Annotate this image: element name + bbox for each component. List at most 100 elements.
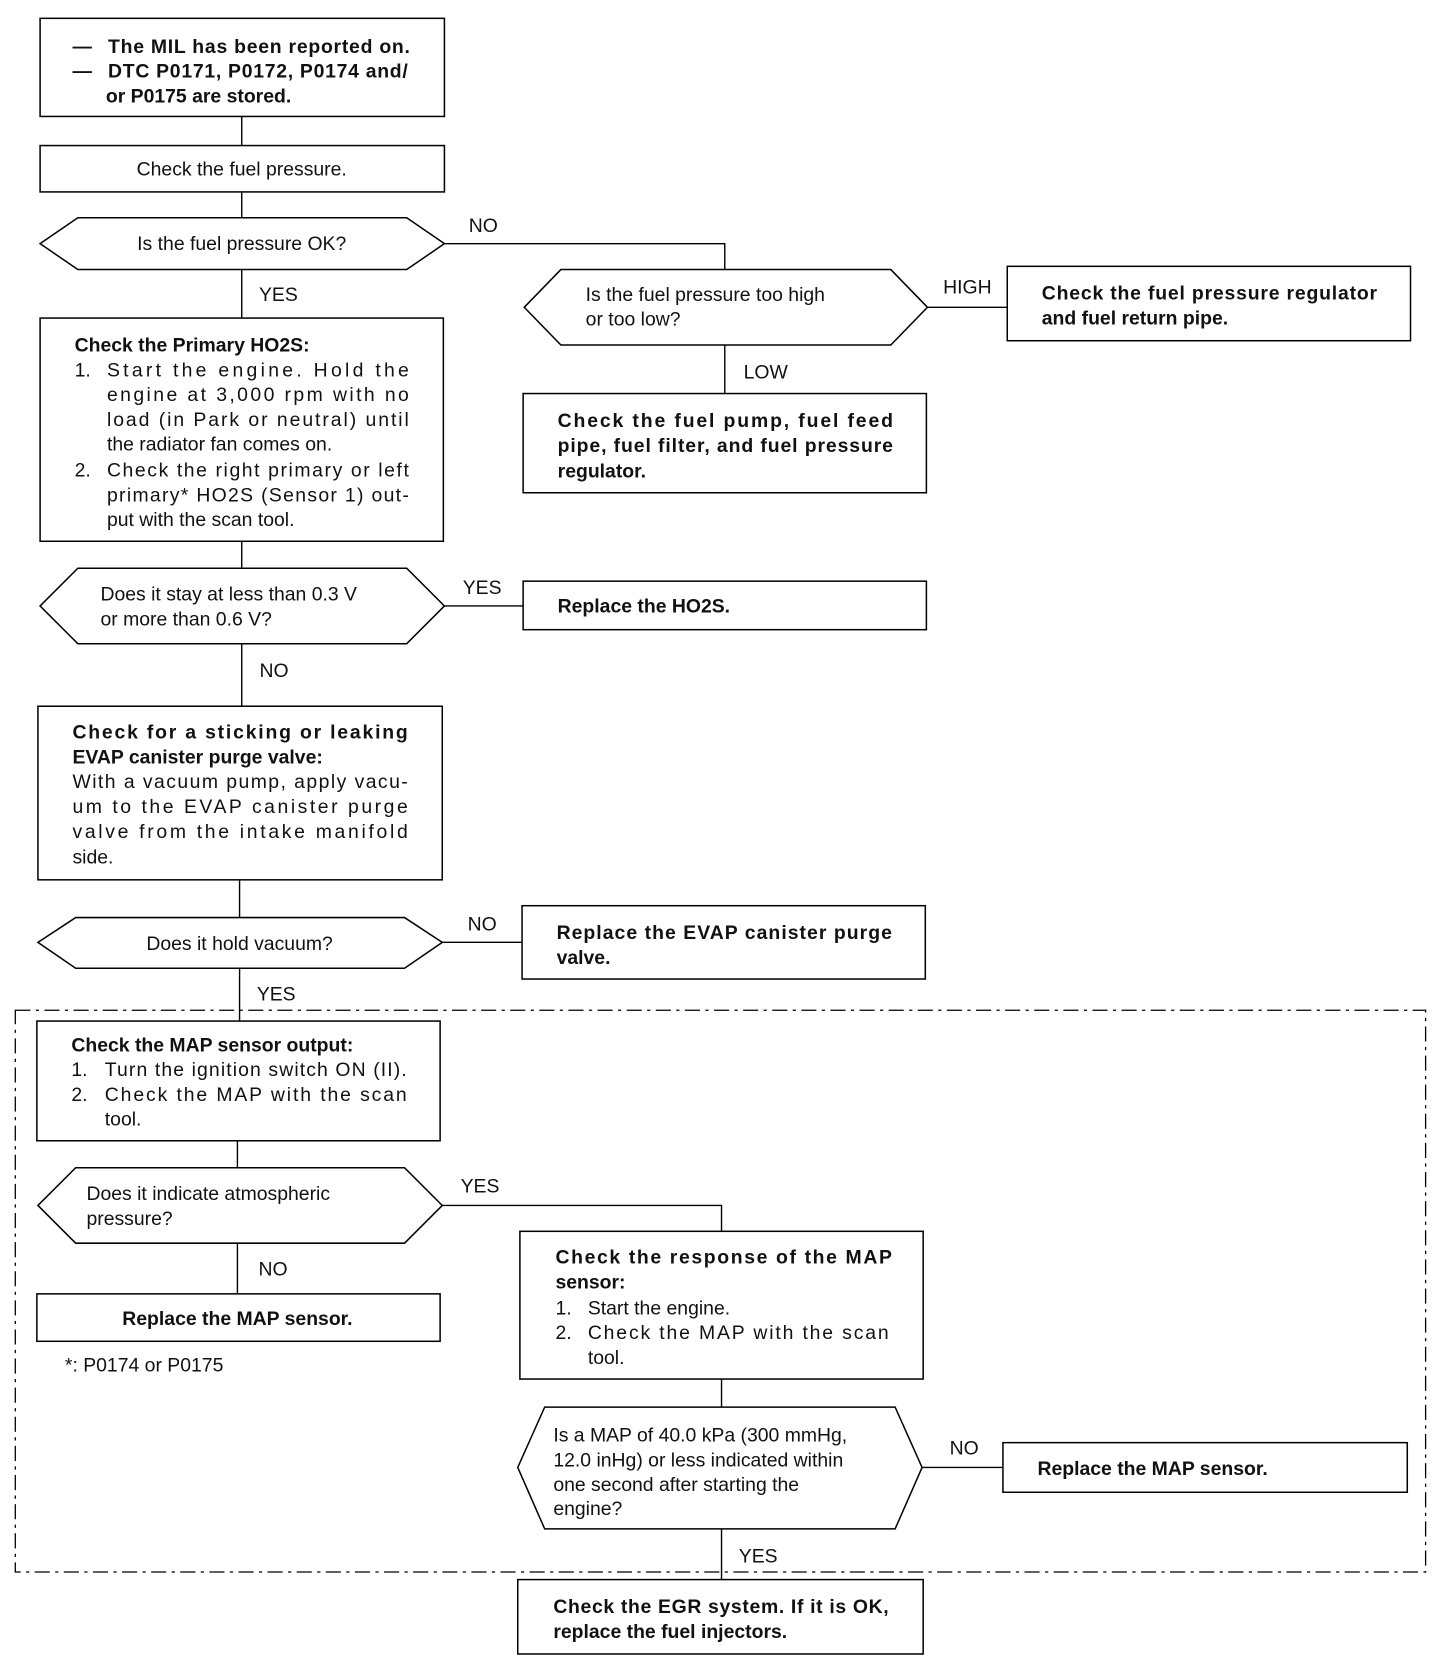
- decision-text: Is the fuel pressure OK?: [137, 233, 346, 255]
- step-number: 2.: [75, 460, 91, 482]
- high-action-line: Check the fuel pressure regulator: [1042, 283, 1378, 305]
- edge-label-high: HIGH: [943, 276, 991, 298]
- box-body-line: side.: [72, 847, 113, 869]
- high-action-line: and fuel return pipe.: [1042, 308, 1228, 330]
- footnote: *: P0174 or P0175: [65, 1354, 223, 1376]
- step-number: 1.: [555, 1297, 571, 1319]
- decision-hexagon: [39, 567, 446, 645]
- replace-map-sensor-text: Replace the MAP sensor.: [1037, 1458, 1267, 1480]
- process-box-outline: [1006, 265, 1412, 342]
- box-body-line: With a vacuum pump, apply vacu-: [72, 771, 407, 793]
- low-action-line: regulator.: [558, 461, 646, 483]
- process-box-outline: [37, 705, 444, 881]
- ho2s-voltage-decision: Does it stay at less than 0.3 V or more …: [39, 567, 446, 645]
- edge-label-yes: YES: [461, 1176, 500, 1198]
- decision-text: or too low?: [586, 309, 681, 331]
- connector-line: [444, 242, 726, 270]
- edge-label-yes: YES: [257, 984, 296, 1006]
- connectors: [236, 116, 1008, 1580]
- dashed-region-outline: [14, 1009, 1427, 1573]
- process-box-outline: [39, 317, 445, 543]
- edge-label-yes: YES: [739, 1545, 778, 1567]
- replace-map-sensor-box: Replace the MAP sensor.: [1002, 1441, 1409, 1494]
- low-action-line: pipe, fuel filter, and fuel pressure: [558, 435, 894, 457]
- box-body-line: valve from the intake manifold: [72, 821, 407, 843]
- edge-label-yes: YES: [259, 284, 298, 306]
- step-text: tool.: [105, 1109, 142, 1131]
- check-egr-line: Check the EGR system. If it is OK,: [553, 1596, 888, 1618]
- check-map-response-box: Check the response of the MAP sensor: 1.…: [519, 1230, 924, 1380]
- atmospheric-pressure-decision: Does it indicate atmospheric pressure?: [36, 1166, 444, 1244]
- fuel-pressure-high-low-decision: Is the fuel pressure too high or too low…: [523, 268, 929, 346]
- decision-text: Is a MAP of 40.0 kPa (300 mmHg,: [553, 1425, 847, 1447]
- decision-text: 12.0 inHg) or less indicated within: [553, 1449, 843, 1471]
- step-text: Check the MAP with the scan: [105, 1084, 407, 1106]
- step-number: 2.: [555, 1322, 571, 1344]
- check-fuel-pressure-box: Check the fuel pressure.: [39, 144, 446, 193]
- map-value-decision: Is a MAP of 40.0 kPa (300 mmHg, 12.0 inH…: [516, 1406, 923, 1530]
- check-fuel-pressure-text: Check the fuel pressure.: [137, 159, 347, 181]
- bullet-dash: —: [72, 61, 92, 83]
- connector-line: [442, 1204, 723, 1232]
- check-evap-purge-valve-box: Check for a sticking or leaking EVAP can…: [37, 705, 444, 881]
- box-heading: EVAP canister purge valve:: [72, 746, 322, 768]
- check-primary-ho2s-box: Check the Primary HO2S: 1. Start the eng…: [39, 317, 445, 543]
- step-text: Start the engine.: [588, 1297, 730, 1319]
- box-heading: Check for a sticking or leaking: [72, 722, 407, 744]
- decision-hexagon: [36, 916, 444, 969]
- box-heading: Check the response of the MAP: [555, 1247, 891, 1269]
- step-text: primary* HO2S (Sensor 1) out-: [107, 484, 409, 506]
- replace-evap-line: valve.: [557, 947, 611, 969]
- process-box-outline: [1002, 1441, 1409, 1494]
- high-action-box: Check the fuel pressure regulator and fu…: [1006, 265, 1412, 342]
- check-egr-line: replace the fuel injectors.: [553, 1621, 787, 1643]
- hold-vacuum-decision: Does it hold vacuum?: [36, 916, 444, 969]
- check-map-output-box: Check the MAP sensor output: 1. Turn the…: [36, 1020, 441, 1142]
- edge-label-no: NO: [258, 1259, 287, 1281]
- step-number: 1.: [71, 1059, 87, 1081]
- step-text: load (in Park or neutral) until: [107, 409, 409, 431]
- decision-text: engine?: [553, 1498, 622, 1520]
- replace-map-sensor-text: Replace the MAP sensor.: [122, 1308, 352, 1330]
- decision-text: Does it stay at less than 0.3 V: [100, 584, 357, 606]
- box-body-line: um to the EVAP canister purge: [72, 796, 407, 818]
- fuel-pressure-ok-decision: Is the fuel pressure OK?: [38, 217, 446, 271]
- step-text: engine at 3,000 rpm with no: [107, 384, 409, 406]
- step-number: 1.: [75, 359, 91, 381]
- step-text: Check the MAP with the scan: [588, 1322, 889, 1344]
- check-egr-box: Check the EGR system. If it is OK, repla…: [516, 1578, 924, 1655]
- process-box-outline: [36, 1020, 441, 1142]
- box-heading: Check the MAP sensor output:: [71, 1034, 353, 1056]
- decision-hexagon: [36, 1166, 444, 1244]
- process-box-outline: [516, 1578, 924, 1655]
- replace-evap-line: Replace the EVAP canister purge: [557, 922, 893, 944]
- decision-text: Is the fuel pressure too high: [586, 284, 825, 306]
- decision-text: or more than 0.6 V?: [100, 608, 272, 630]
- step-text: Check the right primary or left: [107, 460, 410, 482]
- box-heading: Check the Primary HO2S:: [75, 334, 310, 356]
- start-box-outline: [39, 17, 446, 118]
- decision-text: Does it indicate atmospheric: [86, 1183, 330, 1205]
- replace-ho2s-text: Replace the HO2S.: [558, 595, 730, 617]
- bullet-dash: —: [72, 36, 92, 58]
- edge-label-no: NO: [469, 215, 498, 237]
- replace-ho2s-box: Replace the HO2S.: [522, 580, 928, 631]
- process-box-outline: [519, 1230, 924, 1380]
- start-box-line: The MIL has been reported on.: [108, 36, 410, 58]
- decision-text: pressure?: [86, 1208, 172, 1230]
- replace-map-sensor-box: Replace the MAP sensor.: [36, 1293, 441, 1343]
- edge-label-no: NO: [468, 914, 497, 936]
- edge-label-yes: YES: [463, 577, 502, 599]
- edge-label-no: NO: [950, 1438, 979, 1460]
- low-action-box: Check the fuel pump, fuel feed pipe, fue…: [522, 392, 928, 494]
- start-box-line: DTC P0171, P0172, P0174 and/: [108, 61, 408, 83]
- box-heading: sensor:: [555, 1271, 625, 1293]
- decision-hexagon: [523, 268, 929, 346]
- step-text: the radiator fan comes on.: [107, 434, 332, 456]
- process-box-outline: [521, 904, 927, 980]
- decision-text: Does it hold vacuum?: [146, 933, 333, 955]
- step-text: put with the scan tool.: [107, 509, 295, 531]
- decision-text: one second after starting the: [553, 1474, 799, 1496]
- edge-label-low: LOW: [744, 361, 789, 383]
